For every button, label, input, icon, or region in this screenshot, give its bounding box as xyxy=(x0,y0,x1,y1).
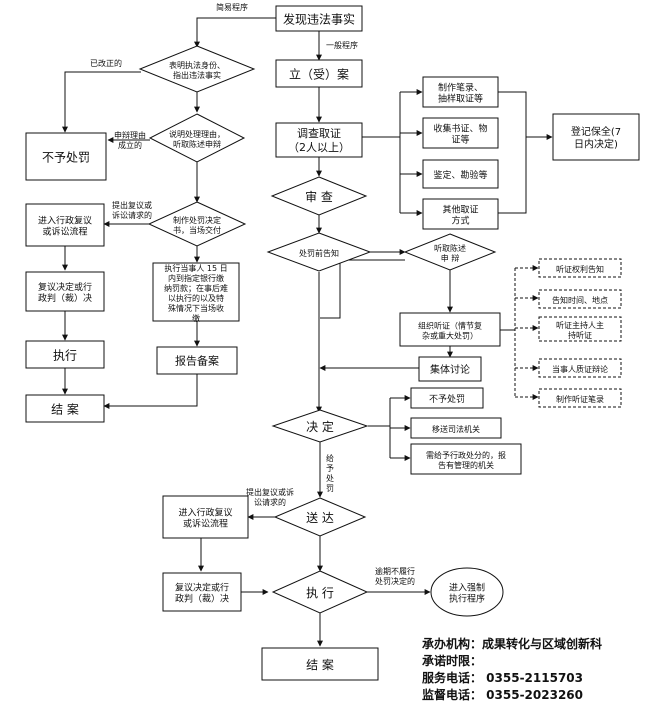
make-decision-diamond xyxy=(147,201,247,247)
hearing-step-3-box xyxy=(538,316,622,342)
decide-diamond xyxy=(271,409,369,443)
bank-pay-label: 执行当事人 15 日内到指定银行缴纳罚款；在事后难以执行的以及特殊情况下当场收缴 xyxy=(164,263,228,323)
hearing-label: 组织听证（情节复杂或重大处罚） xyxy=(418,320,482,340)
left-review-box xyxy=(25,203,105,247)
corrected-arrow xyxy=(62,71,141,133)
mid-review-label: 进入行政复议或诉讼流程 xyxy=(178,506,232,529)
supervise-phone-line: 监督电话： 0355-2023260 xyxy=(422,688,584,702)
end-box xyxy=(261,647,379,681)
discover-facts-label: 发现违法事实 xyxy=(283,11,355,26)
evidence-2-box xyxy=(422,117,499,149)
bank-pay-box xyxy=(152,262,240,322)
mid-review-box xyxy=(162,495,249,539)
preserve-box xyxy=(552,113,640,161)
discover-facts-box xyxy=(275,5,363,32)
report-to-end-arrow xyxy=(103,374,198,409)
execute-diamond xyxy=(271,570,369,614)
give-penalty-label: 给予处罚 xyxy=(326,453,334,493)
report-label: 报告备案 xyxy=(175,354,219,368)
register-case-label: 立（受）案 xyxy=(289,66,349,81)
hearing-step-5-box xyxy=(538,388,622,408)
statement-return-line xyxy=(320,259,405,319)
left-review-decision-label: 复议决定或行政判（裁）决 xyxy=(38,280,92,303)
hearing-step-1-label: 听证权利告知 xyxy=(556,264,604,274)
left-end-label: 结 案 xyxy=(51,401,79,416)
execute-label: 执 行 xyxy=(306,586,334,600)
hearing-step-4-label: 当事人质证辩论 xyxy=(552,364,608,374)
defense-ok-label: 申辩理由成立的 xyxy=(114,130,146,150)
left-execute-label: 执行 xyxy=(53,348,77,362)
investigate-label: 调查取证（2人以上） xyxy=(288,126,350,154)
evidence-4-label: 其他取证方式 xyxy=(442,203,478,226)
decide-out-judicial-box xyxy=(410,417,502,439)
collective-box xyxy=(418,356,482,382)
enforce-label: 进入强制执行程序 xyxy=(449,581,485,604)
hearing-box xyxy=(399,312,501,347)
evidence-2-label: 收集书证、物证等 xyxy=(433,122,487,145)
deliver-label: 送 达 xyxy=(306,510,334,525)
time-limit-line: 承诺时限： xyxy=(422,654,483,668)
left-review-label: 进入行政复议或诉讼流程 xyxy=(38,214,92,237)
evidence-3-label: 鉴定、勘验等 xyxy=(433,169,487,181)
register-case-box xyxy=(275,59,363,88)
mid-review-request-label: 提出复议或诉讼请求的 xyxy=(246,487,294,507)
decide-out-judicial-label: 移送司法机关 xyxy=(432,424,480,434)
hearing-step-1-box xyxy=(538,258,622,278)
identify-diamond xyxy=(138,45,256,93)
hearing-step-5-label: 制作听证笔录 xyxy=(556,394,604,404)
decide-out-report-label: 需给予行政处分的，报告有管理的机关 xyxy=(426,450,506,470)
org-line: 承办机构：成果转化与区域创新科 xyxy=(422,637,603,651)
review-label: 审 查 xyxy=(305,189,333,204)
hear-defense-diamond xyxy=(148,113,246,163)
left-end-box xyxy=(25,394,105,423)
service-phone-line: 服务电话： 0355-2115703 xyxy=(422,671,584,685)
contact-info: 承办机构：成果转化与区域创新科 承诺时限： 服务电话： 0355-2115703… xyxy=(422,636,602,704)
no-penalty-left-label: 不予处罚 xyxy=(42,150,90,164)
identify-label: 表明执法身份、指出违法事实 xyxy=(169,60,225,80)
hearing-step-4-box xyxy=(538,358,622,378)
decide-branch-line xyxy=(368,398,391,427)
no-penalty-left-box xyxy=(25,132,107,181)
hearing-step-3-label: 听证主持人主持听证 xyxy=(556,320,604,340)
hear-defense-label: 说明处理理由，听取陈述申辩 xyxy=(169,129,225,149)
deliver-diamond xyxy=(273,497,367,537)
corrected-label: 已改正的 xyxy=(90,58,122,68)
end-label: 结 案 xyxy=(306,657,334,672)
evidence-3-box xyxy=(422,159,499,189)
decide-out-no-penalty-label: 不予处罚 xyxy=(429,393,465,405)
hear-statement-diamond xyxy=(403,233,497,271)
pre-notice-diamond xyxy=(266,232,372,272)
hearing-step-2-label: 告知时间、地点 xyxy=(552,295,608,305)
report-box xyxy=(156,346,238,375)
left-execute-box xyxy=(25,340,105,369)
overdue-label: 逾期不履行处罚决定的 xyxy=(375,566,415,586)
enforce-ellipse xyxy=(430,567,504,617)
decide-out-report-box xyxy=(410,443,522,475)
collective-label: 集体讨论 xyxy=(430,363,470,376)
mid-review-decision-label: 复议决定或行政判（裁）决 xyxy=(175,581,229,604)
evidence-4-box xyxy=(422,198,499,230)
mid-review-decision-box xyxy=(162,572,242,612)
hearing-step-2-box xyxy=(538,289,622,309)
hear-statement-label: 听取陈述申 辩 xyxy=(434,243,466,263)
left-review-request-label: 提出复议或诉讼请求的 xyxy=(112,200,152,220)
decide-label: 决 定 xyxy=(306,419,334,434)
make-decision-label: 制作处罚决定书，当场交付 xyxy=(173,215,221,235)
investigate-box xyxy=(275,122,363,158)
evidence-collect-line xyxy=(498,91,527,214)
decide-out-no-penalty-box xyxy=(410,387,484,409)
simple-procedure-arrow xyxy=(194,17,276,48)
pre-notice-label: 处罚前告知 xyxy=(299,248,339,258)
evidence-1-label: 制作笔录、抽样取证等 xyxy=(438,81,483,104)
general-procedure-label: 一般程序 xyxy=(326,40,358,50)
evidence-1-box xyxy=(422,76,499,108)
review-diamond xyxy=(270,176,368,216)
left-review-decision-box xyxy=(25,271,105,312)
simple-procedure-label: 简易程序 xyxy=(216,2,248,12)
